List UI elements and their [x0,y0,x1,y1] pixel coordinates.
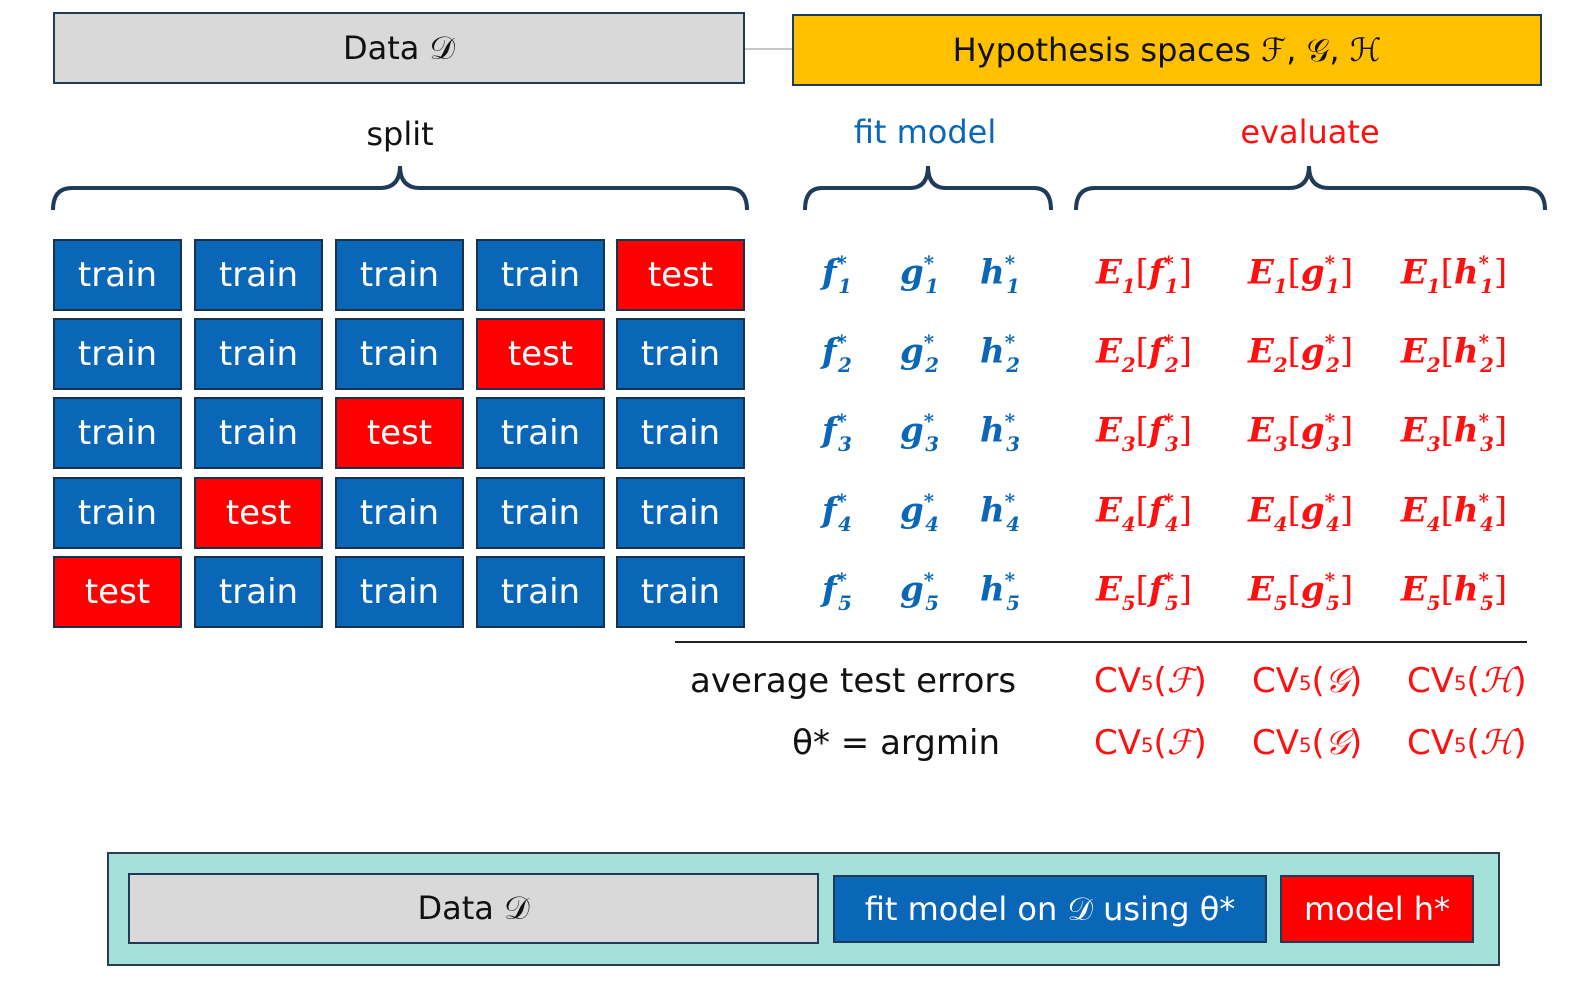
final-data-label: Data 𝒟 [417,889,530,927]
fold-error-h-5: E5[h*5] [1401,568,1508,616]
final-data-box: Data 𝒟 [128,873,819,944]
fitted-model-f-1: f*1 [822,251,852,299]
train-fold-cell: train [616,556,745,628]
train-fold-cell: train [476,397,605,469]
train-fold-cell: train [53,239,182,311]
fit-model-label: fit model [853,113,997,151]
train-fold-cell: train [194,397,323,469]
average-test-errors-label: average test errors [690,661,1017,701]
fold-error-f-1: E1[f*1] [1096,251,1192,299]
data-box-label: Data 𝒟 [342,28,456,67]
connector-line [745,48,793,50]
evaluate-label: evaluate [1240,113,1380,151]
train-fold-cell: train [194,318,323,390]
fold-error-g-1: E1[g*1] [1248,251,1354,299]
fitted-model-f-5: f*5 [822,568,852,616]
split-header: split [300,110,500,158]
evaluate-header: evaluate [1160,108,1460,156]
fitted-model-f-3: f*3 [822,409,852,457]
argmin-label: θ* = argmin [792,723,1000,763]
fitted-model-g-2: g*2 [900,330,939,378]
train-fold-cell: train [476,556,605,628]
fitted-model-g-4: g*4 [900,489,939,537]
fold-error-g-3: E3[g*3] [1248,409,1354,457]
test-fold-cell: test [194,477,323,549]
fold-error-g-4: E4[g*4] [1248,489,1354,537]
train-fold-cell: train [476,477,605,549]
fitted-model-g-3: g*3 [900,409,939,457]
fit-on-data-label: fit model on 𝒟 using θ* [864,889,1236,928]
fitted-model-h-2: h*2 [980,330,1020,378]
fitted-model-f-4: f*4 [822,489,852,537]
train-fold-cell: train [53,397,182,469]
train-fold-cell: train [616,397,745,469]
split-label: split [366,115,434,153]
fold-error-f-2: E2[f*2] [1096,330,1192,378]
fitted-model-h-5: h*5 [980,568,1020,616]
fitted-model-f-2: f*2 [822,330,852,378]
fold-error-g-2: E2[g*2] [1248,330,1354,378]
fold-error-f-3: E3[f*3] [1096,409,1192,457]
train-fold-cell: train [616,477,745,549]
train-fold-cell: train [616,318,745,390]
data-box: Data 𝒟 [53,12,745,84]
fold-error-g-5: E5[g*5] [1248,568,1354,616]
summary-divider [675,641,1527,643]
train-fold-cell: train [335,556,464,628]
train-fold-cell: train [335,239,464,311]
fitted-model-h-1: h*1 [980,251,1020,299]
fitted-model-g-5: g*5 [900,568,939,616]
train-fold-cell: train [476,239,605,311]
final-model-box: model h* [1280,875,1474,943]
train-fold-cell: train [53,318,182,390]
fitted-model-h-3: h*3 [980,409,1020,457]
hypothesis-spaces-box: Hypothesis spaces ℱ, 𝒢, ℋ [792,14,1542,86]
final-model-label: model h* [1303,890,1451,928]
train-fold-cell: train [335,477,464,549]
train-fold-cell: train [194,239,323,311]
train-fold-cell: train [53,477,182,549]
test-fold-cell: test [476,318,605,390]
fold-error-h-4: E4[h*4] [1401,489,1508,537]
split-brace [51,165,749,211]
fitted-model-h-4: h*4 [980,489,1020,537]
train-fold-cell: train [335,318,464,390]
fold-error-h-2: E2[h*2] [1401,330,1508,378]
test-fold-cell: test [53,556,182,628]
fold-error-h-3: E3[h*3] [1401,409,1508,457]
evaluate-brace [1074,165,1547,211]
test-fold-cell: test [335,397,464,469]
train-fold-cell: train [194,556,323,628]
hypothesis-spaces-label: Hypothesis spaces ℱ, 𝒢, ℋ [952,30,1382,69]
fold-error-h-1: E1[h*1] [1401,251,1508,299]
fit-brace [803,165,1053,211]
fold-error-f-5: E5[f*5] [1096,568,1192,616]
fold-error-f-4: E4[f*4] [1096,489,1192,537]
test-fold-cell: test [616,239,745,311]
fit-model-header: fit model [800,108,1050,156]
fit-on-data-box: fit model on 𝒟 using θ* [833,875,1267,943]
fitted-model-g-1: g*1 [900,251,939,299]
